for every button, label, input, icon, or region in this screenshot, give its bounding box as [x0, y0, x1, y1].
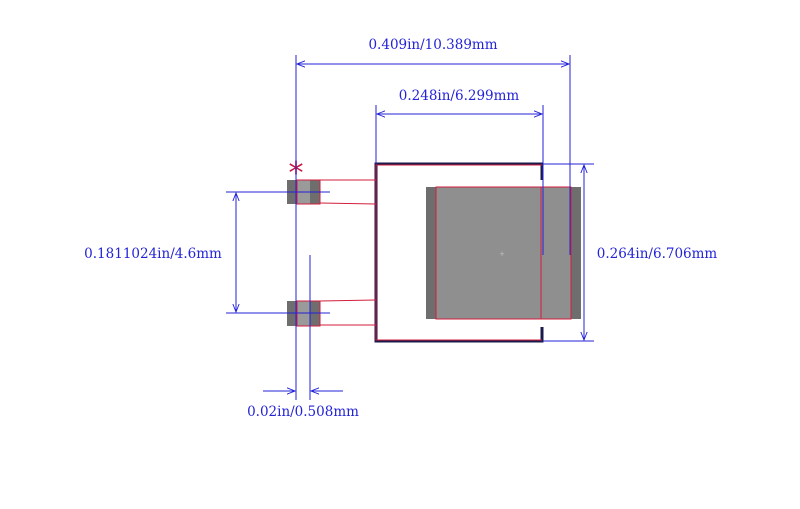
- leads: [319, 179, 377, 326]
- lead-2-top-edge: [319, 299, 377, 302]
- lead-width-label: 0.02in/0.508mm: [247, 404, 359, 420]
- package-outline: +: [374, 162, 581, 343]
- lead-1-bottom-edge: [319, 202, 377, 205]
- thermal-pad-outline: [435, 186, 572, 320]
- overall-width-label: 0.409in/10.389mm: [368, 37, 497, 53]
- body-width-label: 0.248in/6.299mm: [399, 88, 520, 104]
- body-height-label: 0.264in/6.706mm: [597, 246, 718, 262]
- body-outline-red: [375, 164, 542, 341]
- center-mark: +: [499, 250, 505, 258]
- dimensions: [226, 55, 594, 400]
- thermal-pad-inner: [436, 187, 571, 319]
- pin-pitch-label: 0.1811024in/4.6mm: [84, 246, 222, 262]
